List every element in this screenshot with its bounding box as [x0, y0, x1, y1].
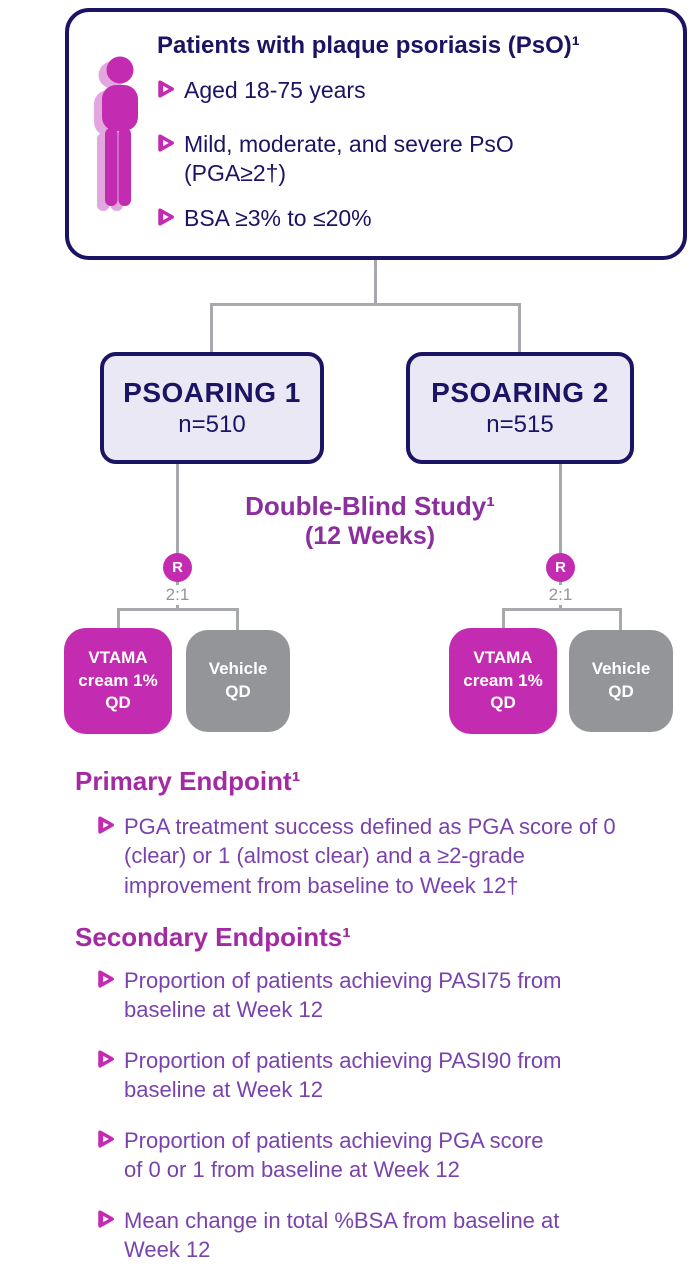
randomization-ratio: 2:1: [155, 585, 200, 605]
psoaring-2-box: PSOARING 2 n=515: [406, 352, 634, 464]
connector-line: [374, 260, 377, 303]
vehicle-arm-box: Vehicle QD: [569, 630, 673, 732]
patient-criteria-title: Patients with plaque psoriasis (PsO)¹: [157, 32, 580, 59]
secondary-endpoints-heading: Secondary Endpoints¹: [75, 922, 351, 952]
criteria-text: Aged 18-75 years: [184, 77, 366, 103]
randomization-icon: R: [163, 553, 192, 582]
secondary-endpoint-text: Mean change in total %BSA from baseline …: [124, 1208, 560, 1263]
double-blind-duration: (12 Weeks): [304, 521, 436, 550]
criteria-text: Mild, moderate, and severe PsO (PGA≥2†): [184, 131, 514, 187]
connector-line: [236, 608, 239, 630]
secondary-endpoint-item: Proportion of patients achieving PASI75 …: [97, 966, 561, 1025]
connector-line: [502, 608, 505, 628]
connector-line: [117, 608, 120, 628]
person-icon: [94, 56, 138, 211]
connector-line: [210, 303, 521, 306]
randomization-ratio: 2:1: [538, 585, 583, 605]
primary-endpoint-item: PGA treatment success defined as PGA sco…: [97, 812, 616, 900]
connector-line: [502, 608, 622, 611]
play-bullet-icon: [157, 134, 175, 152]
criteria-item: Aged 18-75 years: [157, 76, 366, 105]
psoaring-1-box: PSOARING 1 n=510: [100, 352, 324, 464]
patient-criteria-box: Patients with plaque psoriasis (PsO)¹ Ag…: [65, 8, 687, 260]
randomization-icon: R: [546, 553, 575, 582]
criteria-text: BSA ≥3% to ≤20%: [184, 205, 372, 231]
secondary-endpoint-item: Proportion of patients achieving PASI90 …: [97, 1046, 561, 1105]
primary-endpoint-text: PGA treatment success defined as PGA sco…: [124, 814, 616, 898]
play-bullet-icon: [157, 208, 175, 226]
vehicle-arm-box: Vehicle QD: [186, 630, 290, 732]
study-enrollment: n=510: [178, 411, 246, 438]
connector-line: [176, 464, 179, 608]
secondary-endpoint-text: Proportion of patients achieving PGA sco…: [124, 1128, 544, 1183]
secondary-endpoint-text: Proportion of patients achieving PASI75 …: [124, 968, 562, 1023]
double-blind-title: Double-Blind Study¹: [245, 491, 495, 521]
secondary-endpoint-text: Proportion of patients achieving PASI90 …: [124, 1048, 562, 1103]
study-name: PSOARING 2: [431, 377, 609, 408]
connector-line: [559, 464, 562, 608]
study-name: PSOARING 1: [123, 377, 301, 408]
secondary-endpoint-item: Mean change in total %BSA from baseline …: [97, 1206, 559, 1265]
play-bullet-icon: [97, 970, 115, 988]
double-blind-label: Double-Blind Study¹ (12 Weeks): [170, 491, 570, 551]
play-bullet-icon: [157, 80, 175, 98]
play-bullet-icon: [97, 816, 115, 834]
connector-line: [117, 608, 239, 611]
connector-line: [210, 303, 213, 352]
criteria-item: BSA ≥3% to ≤20%: [157, 204, 372, 233]
criteria-item: Mild, moderate, and severe PsO (PGA≥2†): [157, 130, 514, 189]
play-bullet-icon: [97, 1130, 115, 1148]
play-bullet-icon: [97, 1210, 115, 1228]
vtama-arm-box: VTAMA cream 1% QD: [64, 628, 172, 734]
secondary-endpoint-item: Proportion of patients achieving PGA sco…: [97, 1126, 543, 1185]
study-enrollment: n=515: [486, 411, 554, 438]
connector-line: [619, 608, 622, 630]
primary-endpoint-heading: Primary Endpoint¹: [75, 766, 301, 796]
connector-line: [518, 303, 521, 352]
vtama-arm-box: VTAMA cream 1% QD: [449, 628, 557, 734]
play-bullet-icon: [97, 1050, 115, 1068]
